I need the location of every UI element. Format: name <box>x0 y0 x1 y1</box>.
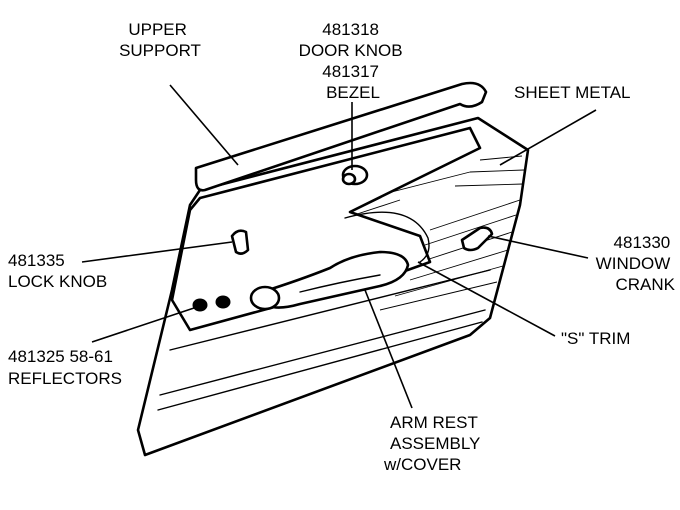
label-door-knob-bezel: 481318 DOOR KNOB 481317 BEZEL <box>299 20 408 102</box>
arm-rest-cap <box>249 285 281 311</box>
label-upper-support: UPPER SUPPORT <box>119 20 201 60</box>
label-sheet-metal: SHEET METAL <box>514 83 631 102</box>
leader-window-crank <box>487 235 589 259</box>
leader-sheet-metal <box>499 109 597 166</box>
arm-rest <box>260 250 410 309</box>
leader-s-trim <box>417 261 556 337</box>
reflector-left <box>192 298 208 312</box>
label-reflectors: 481325 58-61 REFLECTORS <box>8 347 122 388</box>
label-lock-knob: 481335 LOCK KNOB <box>8 251 107 291</box>
leader-lines <box>81 84 597 409</box>
lock-knob <box>230 229 250 255</box>
upper-support-bar <box>194 81 488 192</box>
window-crank <box>460 226 494 252</box>
reflector-right <box>215 295 231 309</box>
door-knob <box>341 172 357 186</box>
label-s-trim: "S" TRIM <box>561 329 630 348</box>
labels: UPPER SUPPORT 481318 DOOR KNOB 481317 BE… <box>8 20 676 474</box>
leader-arm-rest <box>364 289 413 409</box>
lower-trim-rail <box>159 309 486 396</box>
s-trim-curve <box>344 211 430 263</box>
label-window-crank: 481330 WINDOW CRANK <box>596 233 676 294</box>
leader-upper-support <box>169 84 239 166</box>
door-panel <box>136 81 530 457</box>
label-arm-rest: ARM REST ASSEMBLY w/COVER <box>383 413 485 474</box>
leader-reflectors <box>91 307 195 343</box>
leader-lock-knob <box>81 241 233 263</box>
